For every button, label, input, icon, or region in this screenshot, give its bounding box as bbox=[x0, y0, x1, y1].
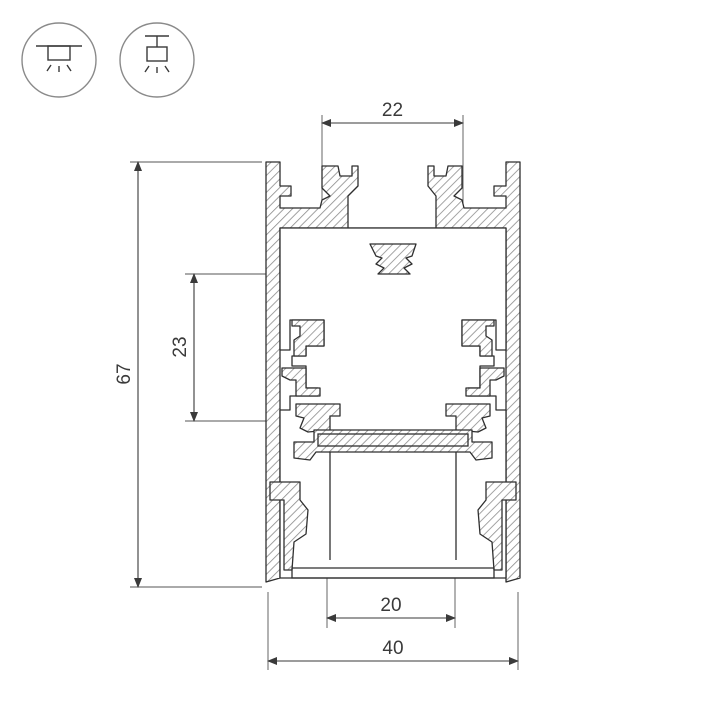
dim-label-40: 40 bbox=[382, 638, 403, 659]
dimension-inner-height: 23 bbox=[170, 273, 198, 422]
dimension-diffuser-width: 20 bbox=[326, 595, 456, 622]
dimension-total-height: 67 bbox=[114, 161, 142, 588]
surface-mount-icon bbox=[21, 22, 97, 98]
dim-label-20: 20 bbox=[380, 595, 401, 616]
dimension-top-width: 22 bbox=[321, 100, 464, 127]
diffuser bbox=[291, 433, 495, 579]
dim-label-22: 22 bbox=[382, 100, 403, 121]
dimension-total-width: 40 bbox=[267, 638, 519, 665]
aluminium-profile bbox=[265, 161, 521, 583]
dim-label-67: 67 bbox=[114, 363, 135, 384]
dim-label-23: 23 bbox=[170, 336, 191, 357]
suspended-mount-icon bbox=[119, 22, 195, 98]
